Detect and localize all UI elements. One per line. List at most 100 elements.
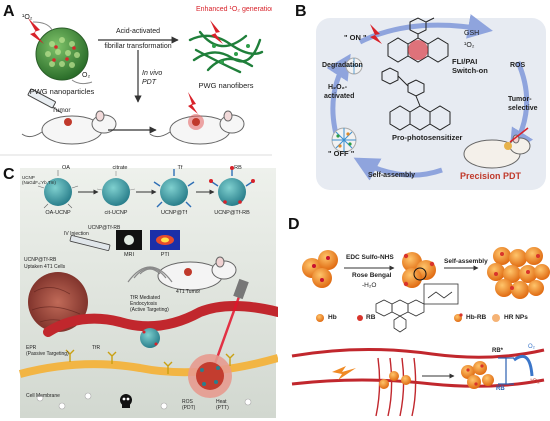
epr-label-1: EPR [26, 345, 37, 351]
transformation-label-1: Acid-activated [116, 28, 160, 35]
legend-rb-icon [357, 315, 363, 321]
nanofibers-label: PWG nanofibers [198, 81, 254, 90]
pti-label: PTI [160, 252, 170, 258]
rb-label: RB [234, 165, 242, 171]
tf-label: Tf [177, 165, 183, 171]
legend-hbrb-label: Hb-RB [466, 314, 487, 321]
gsh-label: GSH [464, 30, 480, 37]
degradation-label: Degradation [322, 62, 363, 69]
rose-bengal-structure [375, 299, 425, 333]
tfr-label-2: Endocytosis [130, 301, 157, 307]
uptake-label-1: UCNP@Tf-RB [24, 257, 57, 263]
pwg-nanofibers [188, 30, 264, 74]
citrate-label: citrate [112, 165, 128, 171]
mouse-c [157, 256, 237, 291]
panel-a-figure [0, 18, 272, 156]
blood-vessel [43, 301, 278, 337]
fli-label-1: FLI/PAI [452, 57, 478, 66]
laser-bolt-icon-b [370, 24, 382, 44]
invivo-label-2: PDT [142, 79, 156, 86]
heat-label-1: Heat [216, 399, 227, 405]
ros-c-label-1: ROS [182, 399, 193, 405]
legend-hbrb-icon [454, 313, 463, 322]
fli-label-2: Switch-on [452, 66, 488, 75]
signal-waves-icon [127, 266, 173, 283]
enhanced-label: Enhanced ¹O₂ generation [196, 6, 272, 13]
laser-bolt-icon-2 [210, 20, 223, 44]
legend-rb-label: RB [366, 314, 376, 321]
legend-hb-label: Hb [328, 314, 337, 321]
panel-c: C [0, 162, 278, 421]
singlet-oxygen-label: ¹O₂ [22, 14, 33, 21]
step1-label: OA-UCNP [45, 210, 71, 216]
tumor-spot [64, 118, 72, 126]
mouse-tumor [21, 110, 117, 145]
step3-label: UCNP@Tf [160, 210, 188, 216]
panel-d: D [282, 208, 550, 421]
on-state-label: " ON " [344, 33, 367, 42]
panel-b-label: B [295, 3, 307, 20]
nanoparticles-label: PWG nanoparticles [29, 87, 95, 96]
singlet-b-label: ¹O₂ [464, 42, 475, 49]
photosensitizer-on-molecule [387, 17, 449, 63]
amide-bond-inset [423, 283, 459, 305]
cycle-arrow-bottom [353, 157, 443, 181]
hr-nps-activated [461, 361, 494, 389]
ucnp-step-citrate [96, 171, 136, 206]
ucnp-tag-label: UCNP@Tf-RB [88, 225, 121, 231]
panel-a: A [0, 0, 272, 158]
panel-b: B [292, 0, 550, 192]
o2-label: O₂ [82, 72, 91, 79]
laser-bolt-icon-d [332, 366, 356, 380]
ucnp-step-rb [209, 166, 255, 206]
legend-hr-icon [492, 314, 500, 322]
off-state-label: " OFF " [328, 149, 355, 158]
o2-d-label: O₂ [528, 344, 535, 350]
laser-device-icon [233, 278, 249, 300]
h2o2-label-2: activated [324, 93, 355, 100]
tumor-c-label: 4T1 Tumor [176, 289, 201, 295]
laser-bolt-icon [28, 18, 44, 44]
tfr-label-1: TfR Mediated [130, 295, 161, 301]
pro-photosensitizer-molecule [381, 67, 451, 131]
singlet-d-label: ¹O₂ [530, 378, 540, 385]
uptake-label-2: Uptaken 4T1 Cells [24, 264, 66, 270]
hb-cluster-left [302, 250, 338, 288]
rb-star-label: RB* [492, 348, 504, 354]
cell-membrane [18, 354, 278, 378]
tfr-receptor-label: TfR [92, 345, 101, 351]
hr-nps-tissue [379, 371, 411, 389]
legend-hr-label: HR NPs [504, 314, 528, 321]
prodrug-label: Pro-photosensitizer [392, 133, 463, 142]
syringe-c-icon [69, 235, 111, 251]
on-nanoparticle [345, 57, 363, 75]
panel-d-label: D [288, 216, 300, 233]
heat-label-2: (PTT) [216, 405, 229, 411]
tumor-label: Tumor [52, 107, 71, 114]
panel-c-figure [18, 166, 278, 418]
precision-pdt-label: Precision PDT [460, 171, 522, 181]
ucnp-step-tf [153, 169, 195, 208]
endocytosis-cluster [140, 328, 160, 348]
ucnp-sublabel: UCNP (NaGdF₄:Yb,Tm) [22, 175, 56, 185]
energy-transfer-arrow [513, 355, 534, 377]
oa-label: OA [62, 165, 70, 171]
mri-label: MRI [123, 252, 135, 258]
ucnp-step-oa [37, 170, 79, 209]
panel-b-figure [316, 14, 546, 190]
edc-label: EDC Sulfo-NHS [346, 254, 394, 261]
panel-a-label: A [3, 3, 15, 20]
ros-label: ROS [510, 62, 526, 69]
laser-bolt-icon-3 [188, 92, 198, 114]
h2o-label: -H₂O [362, 282, 377, 289]
tfr-receptors [65, 349, 235, 374]
step4-label: UCNP@Tf-RB [214, 210, 250, 216]
hb-rb-conjugate [402, 252, 436, 288]
legend-hb-icon [316, 314, 324, 322]
ros-c-label-2: (PDT) [182, 405, 196, 411]
self-assembly-b-label: Self-assembly [368, 172, 416, 179]
cell-membrane-label: Cell Membrane [26, 393, 60, 399]
hr-nanoparticles [487, 247, 550, 299]
off-nanoparticle [331, 127, 357, 153]
injection-label: IV Injection [64, 231, 89, 237]
